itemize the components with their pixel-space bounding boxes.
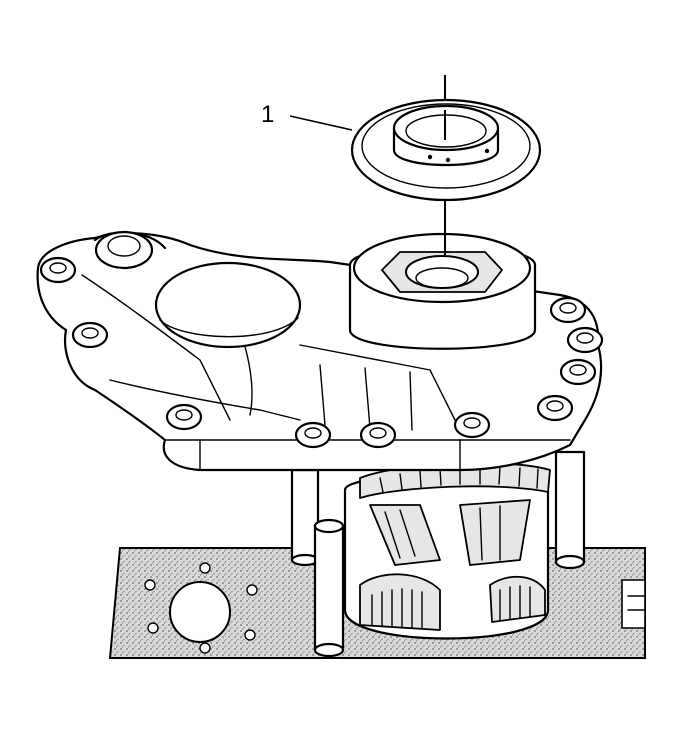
plate-slot bbox=[621, 579, 646, 629]
support-posts bbox=[290, 450, 586, 658]
leader-line bbox=[289, 115, 353, 131]
plate-bolt-hole bbox=[144, 579, 156, 591]
callout-label: 1 bbox=[261, 101, 274, 128]
bolt-bosses bbox=[39, 256, 604, 449]
bolt-boss bbox=[165, 403, 203, 431]
access-cover bbox=[154, 261, 302, 349]
bolt-boss bbox=[559, 358, 597, 386]
bolt-boss bbox=[453, 411, 491, 439]
plate-center-hole bbox=[169, 581, 231, 643]
plate-bolt-hole bbox=[147, 622, 159, 634]
plate-bolt-hole bbox=[246, 584, 258, 596]
bearing-race bbox=[405, 255, 479, 289]
callout-1: 1 bbox=[261, 101, 353, 131]
bolt-boss bbox=[359, 421, 397, 449]
bolt-boss bbox=[536, 394, 574, 422]
bolt-boss bbox=[549, 296, 587, 324]
differential-case bbox=[343, 462, 551, 640]
bolt-boss bbox=[71, 321, 109, 349]
plate-bolt-hole bbox=[244, 629, 256, 641]
bolt-boss bbox=[566, 326, 604, 354]
support-post bbox=[313, 523, 345, 652]
bolt-boss bbox=[39, 256, 77, 284]
plate-bolt-hole bbox=[199, 562, 211, 574]
bolt-boss bbox=[294, 421, 332, 449]
plate-bolt-hole bbox=[199, 642, 211, 654]
shim-bearing-cup bbox=[350, 98, 542, 202]
support-post bbox=[554, 450, 586, 564]
